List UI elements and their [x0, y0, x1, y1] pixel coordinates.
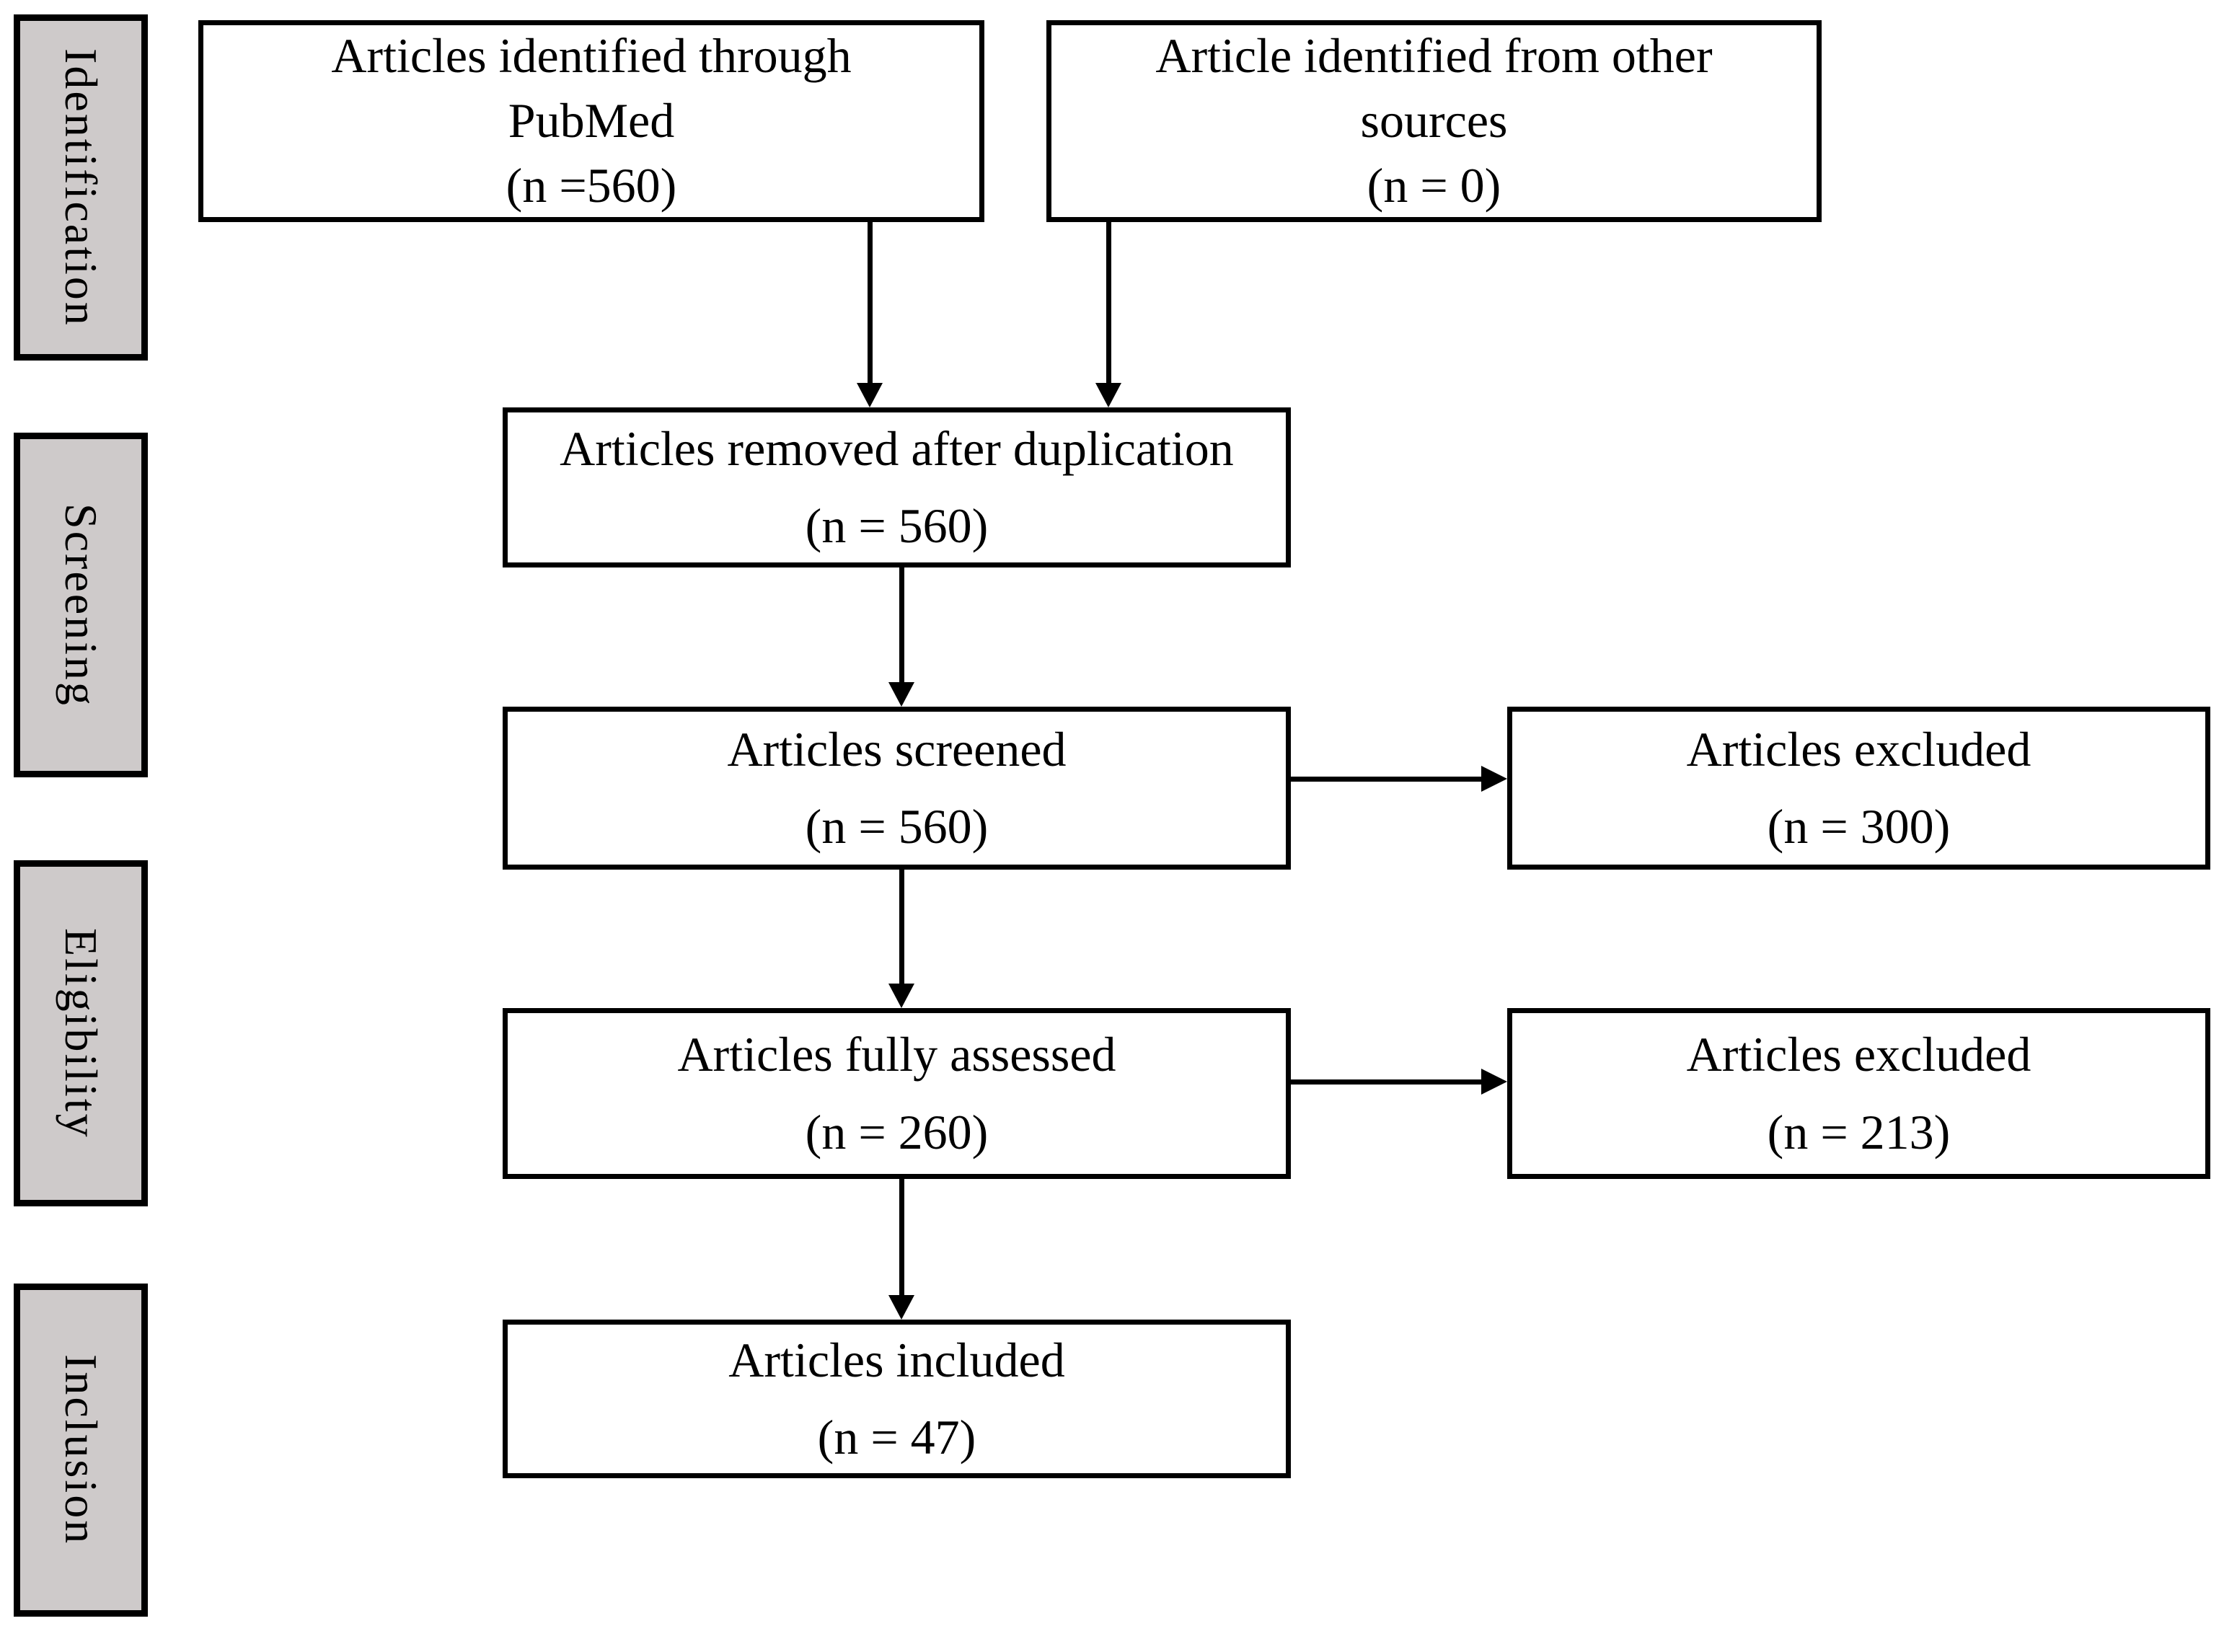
box-articles-identified-pubmed: Articles identified through PubMed (n =5… [198, 20, 984, 222]
box-count-line: (n = 0) [1367, 157, 1501, 213]
box-text-line: Articles excluded [1686, 1027, 2031, 1082]
box-text-line: Articles screened [727, 721, 1067, 777]
arrow-screened-to-excluded-shaft [1291, 777, 1481, 782]
box-text-line: Articles excluded [1686, 721, 2031, 777]
box-text-line: Articles identified through [331, 28, 852, 84]
box-count-line: (n = 213) [1767, 1104, 1951, 1160]
box-text-line: Articles included [728, 1332, 1065, 1387]
box-count-line: (n = 560) [805, 799, 989, 854]
box-text-line: Articles removed after duplication [560, 420, 1234, 476]
arrow-other-sources-to-duplication-head-icon [1095, 383, 1121, 407]
stage-label-eligibility: Eligibility [56, 927, 107, 1139]
arrow-duplication-to-screened-shaft [899, 567, 904, 682]
box-count-line: (n = 300) [1767, 799, 1951, 854]
box-count-line: (n =560) [506, 157, 677, 213]
box-text-line: Articles fully assessed [677, 1027, 1116, 1082]
arrow-duplication-to-screened-head-icon [888, 682, 914, 707]
stage-box-eligibility: Eligibility [14, 860, 148, 1206]
arrow-pubmed-to-duplication-head-icon [857, 383, 883, 407]
stage-box-screening: Screening [14, 433, 148, 777]
box-articles-excluded-eligibility: Articles excluded (n = 213) [1507, 1008, 2210, 1179]
box-count-line: (n = 47) [817, 1410, 976, 1465]
arrow-pubmed-to-duplication-shaft [868, 222, 873, 383]
arrow-fully-assessed-to-excluded-shaft [1291, 1079, 1481, 1085]
box-text-line: Article identified from other [1155, 28, 1713, 84]
box-text-line: PubMed [508, 93, 675, 149]
stage-label-screening: Screening [56, 503, 107, 707]
stage-box-identification: Identification [14, 14, 148, 361]
arrow-fully-assessed-to-included-shaft [899, 1179, 904, 1295]
arrow-screened-to-excluded-head-icon [1481, 766, 1507, 792]
arrow-fully-assessed-to-included-head-icon [888, 1295, 914, 1320]
box-articles-screened: Articles screened (n = 560) [503, 707, 1291, 870]
arrow-screened-to-fully-assessed-shaft [899, 870, 904, 984]
box-articles-excluded-screening: Articles excluded (n = 300) [1507, 707, 2210, 870]
box-count-line: (n = 260) [805, 1104, 989, 1160]
box-count-line: (n = 560) [805, 498, 989, 553]
arrow-screened-to-fully-assessed-head-icon [888, 984, 914, 1008]
box-article-identified-other-sources: Article identified from other sources (n… [1046, 20, 1822, 222]
stage-box-inclusion: Inclusion [14, 1284, 148, 1617]
box-articles-included: Articles included (n = 47) [503, 1320, 1291, 1478]
arrow-other-sources-to-duplication-shaft [1106, 222, 1111, 383]
arrow-fully-assessed-to-excluded-head-icon [1481, 1069, 1507, 1095]
stage-label-inclusion: Inclusion [56, 1354, 107, 1546]
box-articles-removed-after-duplication: Articles removed after duplication (n = … [503, 407, 1291, 567]
box-text-line: sources [1360, 93, 1508, 149]
stage-label-identification: Identification [56, 48, 107, 327]
box-articles-fully-assessed: Articles fully assessed (n = 260) [503, 1008, 1291, 1179]
